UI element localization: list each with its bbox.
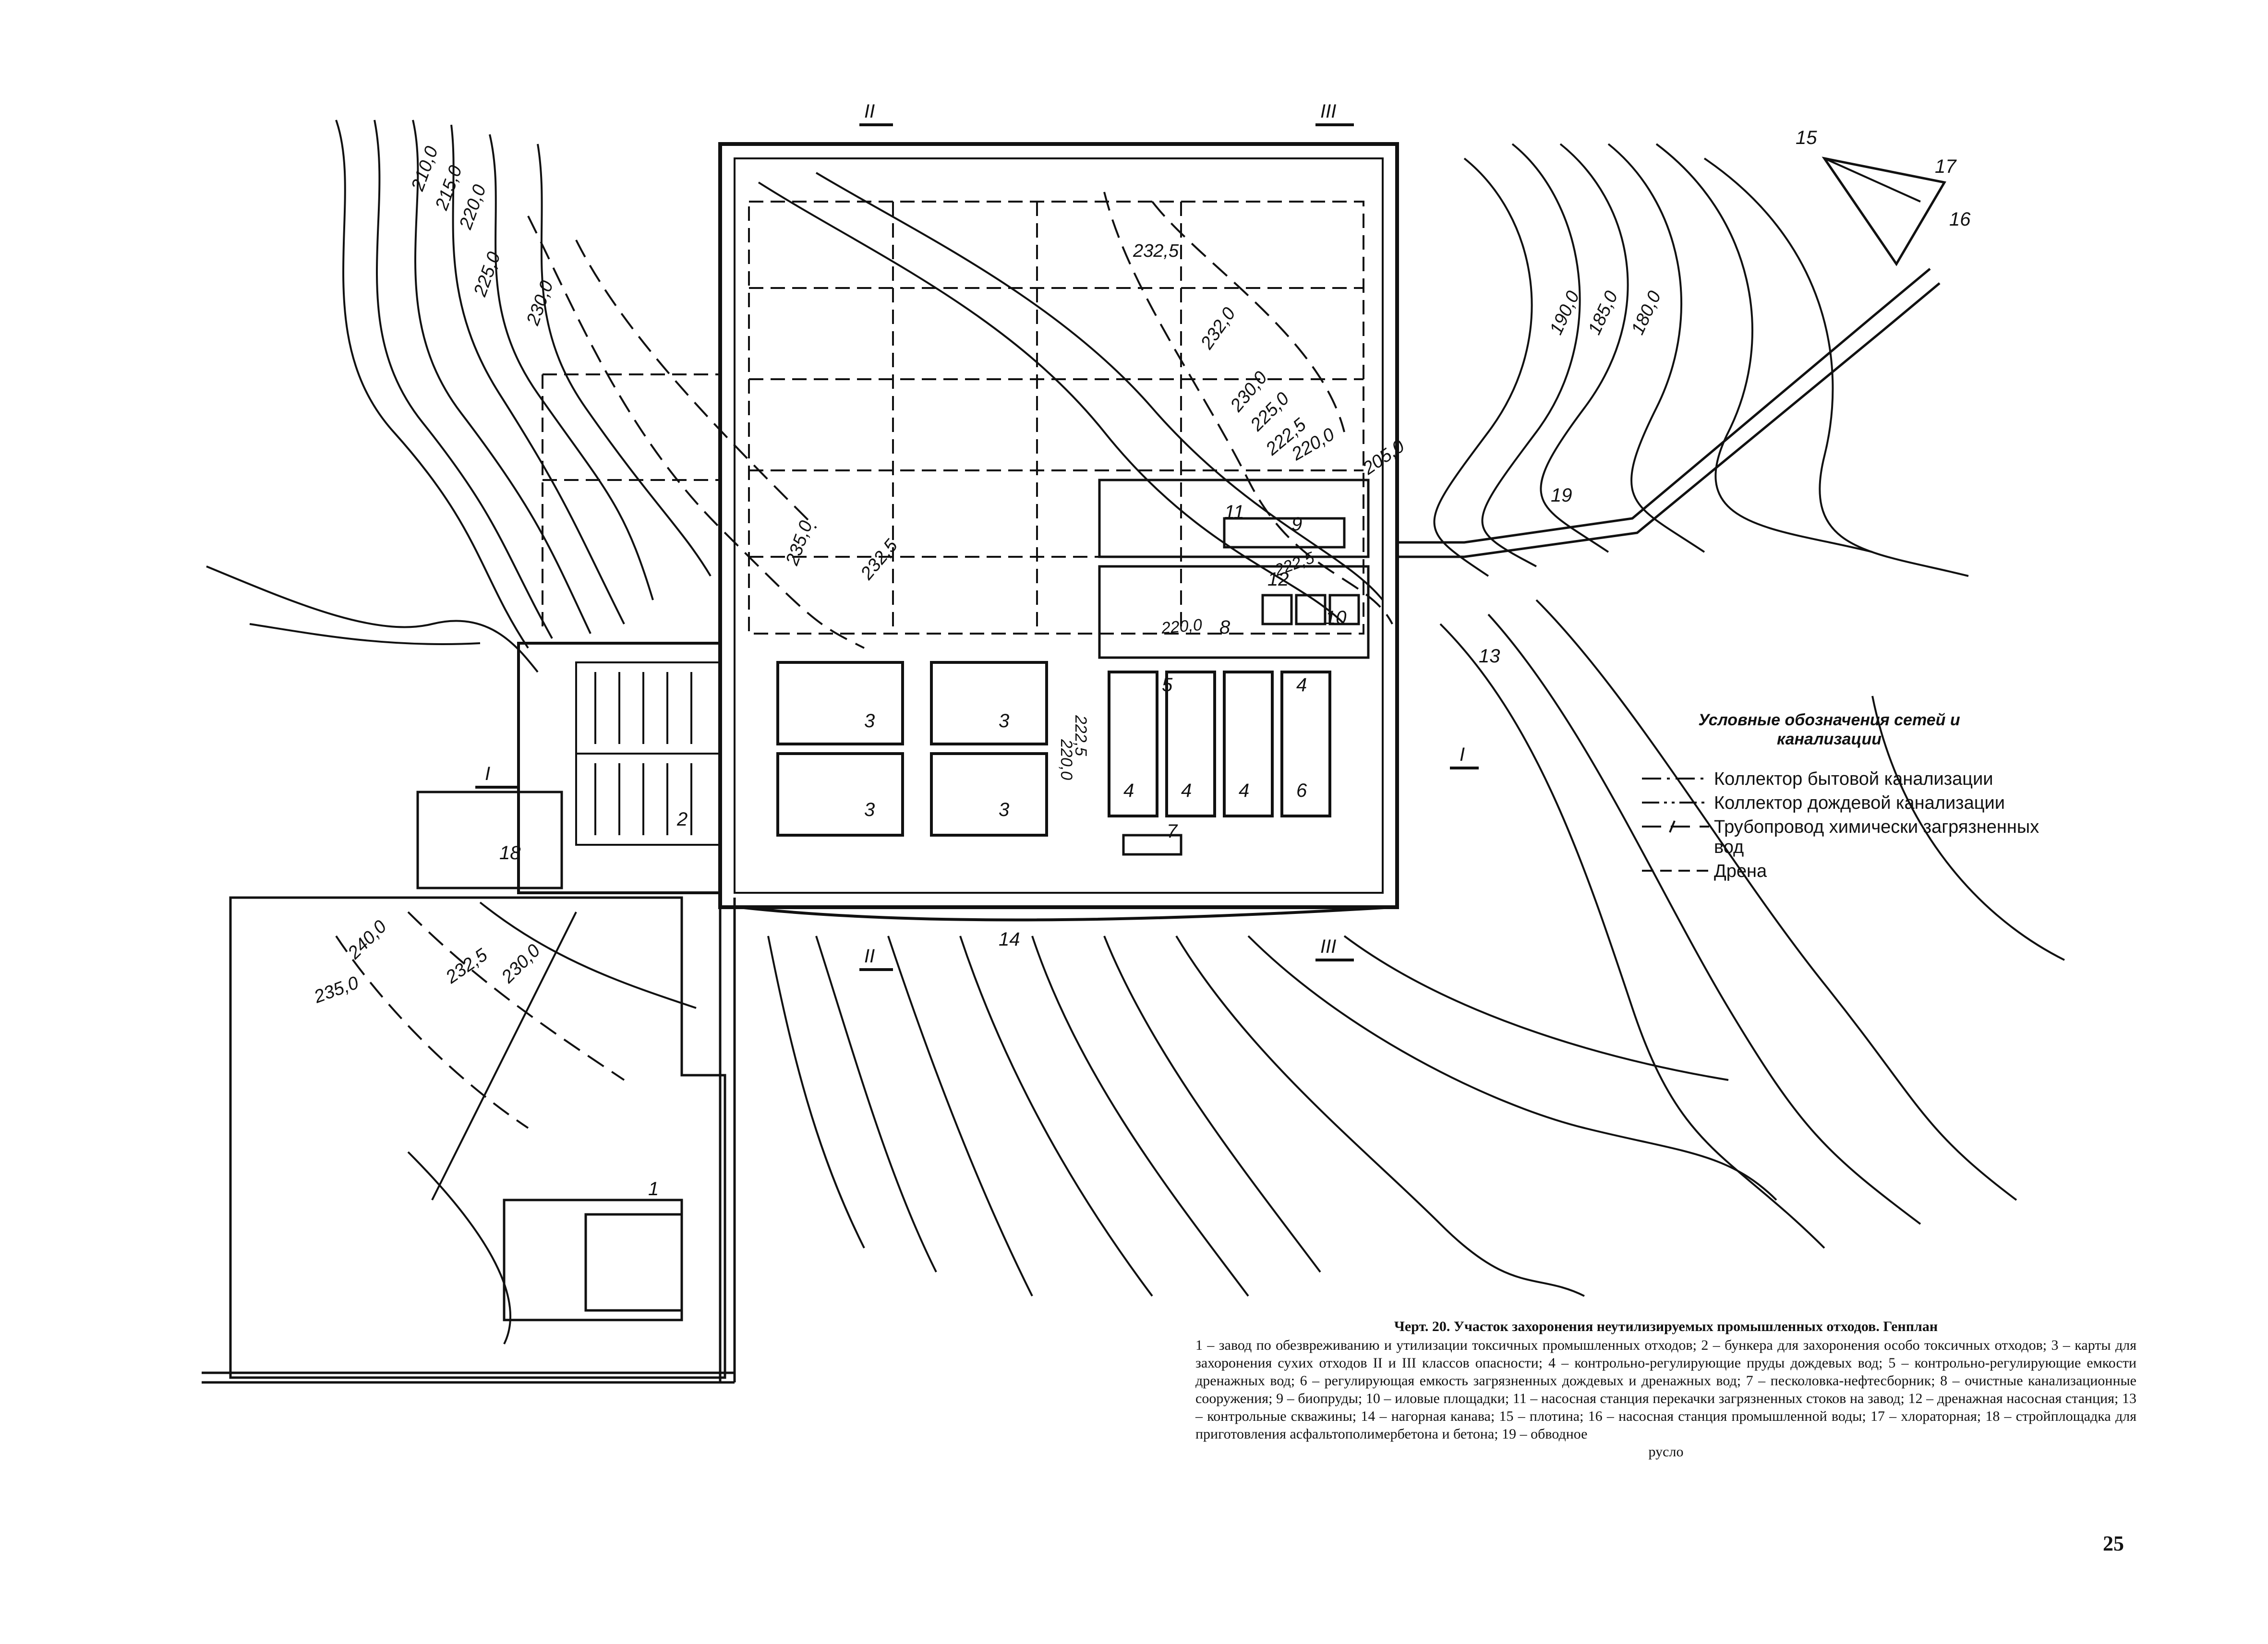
legend-item-domestic-sewer: Коллектор бытовой канализации [1642,769,2074,789]
item-number: 4 [1239,780,1249,801]
item-number: 2 [676,809,688,830]
item-number: 4 [1181,780,1192,801]
item-number: 4 [1296,674,1307,696]
contour-label: 222,5 [1072,715,1090,756]
contour-lines [206,120,2065,1344]
contour-label: 180,0 [1628,288,1665,338]
section-label: III [1320,936,1336,957]
dash-dot-line-icon [1642,778,1709,780]
item-number: 1 [648,1178,659,1200]
item-number: 4 [1123,780,1134,801]
bunker-cells [575,661,721,846]
dashed-line-icon [1642,870,1709,872]
future-cell-grid [542,201,1364,635]
page-number: 25 [2103,1532,2124,1555]
contour-label: 232,5 [442,945,492,988]
dash-slash-line-icon [1642,820,1709,833]
contour-label: 240,0 [344,916,391,963]
section-label: I [1460,744,1465,765]
dry-waste-cells [776,661,1048,837]
contour-label: 215,0 [432,163,466,213]
contour-label: 232,5 [1133,241,1179,261]
plant-territory [202,896,736,1384]
item-number: 5 [1162,674,1173,696]
item-number: 17 [1935,156,1957,177]
contour-label: 220,0 [1160,616,1203,637]
section-label: III [1320,101,1336,122]
contour-label: 232,5 [857,535,902,584]
control-ponds [1108,671,1331,817]
item-number: 19 [1551,485,1572,506]
item-number: 13 [1479,646,1500,667]
caption-body-end: русло [1648,1444,1684,1460]
item-number: 8 [1219,617,1231,638]
contour-label: 220,0 [1057,739,1075,780]
item-number: 14 [999,929,1020,950]
section-label: II [864,101,875,122]
item-number: 16 [1949,209,1971,230]
section-marks [475,123,1479,971]
item-number: 12 [1267,569,1289,590]
legend-item-label: Коллектор бытовой канализации [1714,769,1993,789]
section-labels: I I II III II III [485,101,1465,967]
upland-ditch [739,906,1393,922]
legend-item-chemical-pipeline: Трубопровод химически загрязненных вод [1642,817,2074,857]
item-number: 3 [864,799,875,820]
item-number: 9 [1291,514,1302,535]
item-number: 7 [1167,821,1178,842]
section-label: I [485,763,490,784]
item-number: 6 [1296,780,1307,801]
caption-title: Черт. 20. Участок захоронения неутилизир… [1394,1319,1938,1334]
contour-label: 225,0 [470,249,505,300]
site-boundary [416,142,1399,909]
item-number: 3 [999,799,1009,820]
item-number: 18 [499,842,521,864]
item-number: 11 [1224,502,1244,523]
contour-label: 235,0 [311,972,362,1007]
caption-body: 1 – завод по обезвреживанию и утилизации… [1195,1337,2136,1442]
contour-label: 232,0 [1196,304,1240,353]
dash-dot-dot-line-icon [1642,802,1709,804]
treatment-facilities [1098,479,1370,856]
item-number: 3 [864,710,875,732]
contour-label: 185,0 [1584,288,1622,338]
contour-label: 235,0 [782,518,817,568]
contour-label: 230,0 [523,278,557,328]
contour-label: 210,0 [408,144,442,194]
figure-caption: Черт. 20. Участок захоронения неутилизир… [1195,1318,2136,1461]
contour-label: 230,0 [497,940,544,987]
item-numbers: 1 2 3 3 3 3 4 4 4 4 5 6 7 8 9 10 11 12 1… [499,127,1971,1200]
item-number: 3 [999,710,1009,732]
legend-item-label: Трубопровод химически загрязненных вод [1714,817,2039,857]
legend-item-label: Коллектор дождевой канализации [1714,793,2005,813]
legend-item-label: Дрена [1714,861,1767,881]
legend: Условные обозначения сетей и канализации… [1642,710,2074,881]
legend-title: Условные обозначения сетей и канализации [1698,711,1960,748]
contour-label: 220,0 [456,182,490,232]
item-number: 10 [1325,607,1347,628]
item-number: 15 [1796,127,1817,148]
legend-item-storm-sewer: Коллектор дождевой канализации [1642,793,2074,813]
legend-item-drain: Дрена [1642,861,2074,881]
section-label: II [864,946,875,967]
bypass-channel [1397,156,1946,558]
